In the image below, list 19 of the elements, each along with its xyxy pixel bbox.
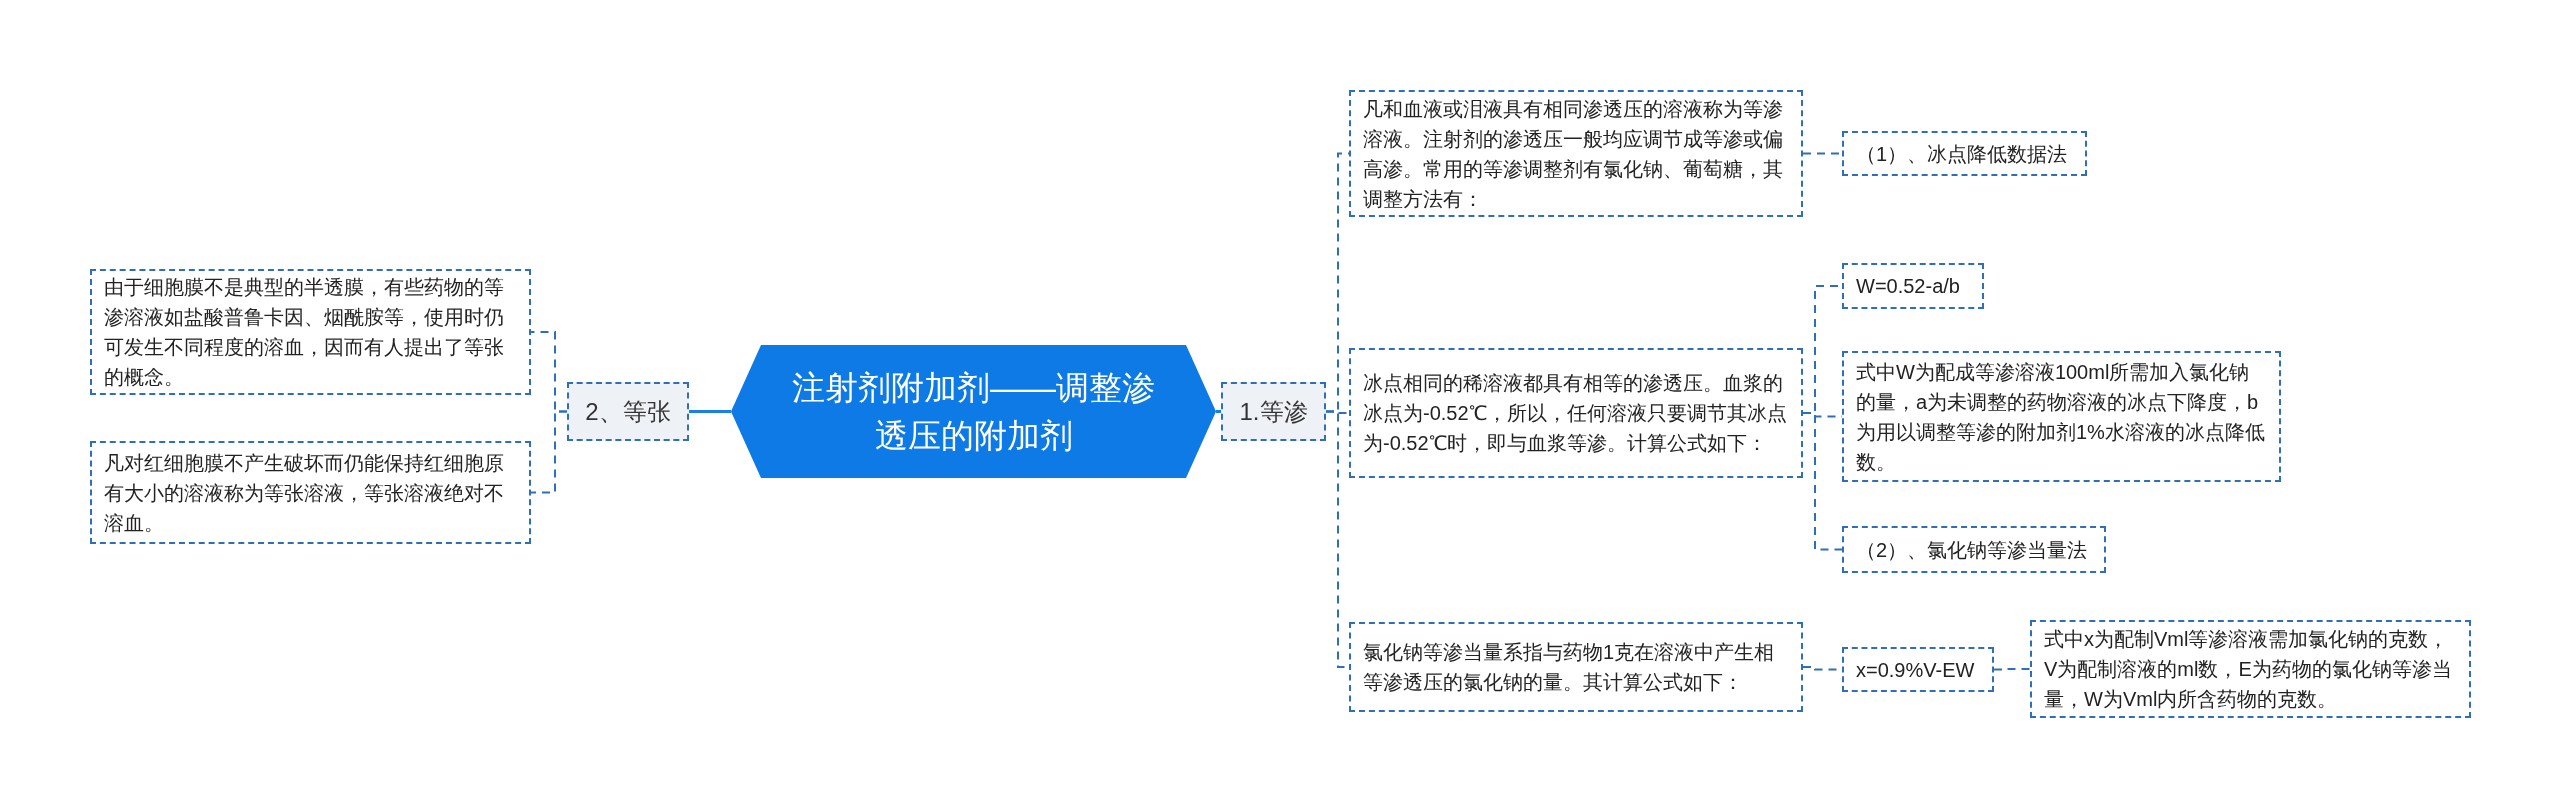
connector-line [689,410,733,413]
branch-box: 1.等渗 [1221,382,1326,441]
connector-line [530,410,568,494]
text-box: x=0.9%V-EW [1842,647,1994,692]
connector-line [1993,668,2031,671]
connector-line [1802,412,1843,551]
topic-hexagon: 注射剂附加剂——调整渗透压的附加剂 [731,345,1216,478]
connector-line [1214,410,1221,413]
text-box: 凡对红细胞膜不产生破坏而仍能保持红细胞原有大小的溶液称为等张溶液，等张溶液绝对不溶血。 [90,441,531,544]
text-box: 氯化钠等渗当量系指与药物1克在溶液中产生相等渗透压的氯化钠的量。其计算公式如下： [1349,622,1803,712]
text-box: 冰点相同的稀溶液都具有相等的渗透压。血浆的冰点为-0.52℃，所以，任何溶液只要调节其冰点为-0.52℃时，即与血浆等渗。计算公式如下： [1349,348,1803,478]
branch-box: 2、等张 [567,382,689,441]
text-box: （2）、氯化钠等渗当量法 [1842,526,2106,573]
text-box: 由于细胞膜不是典型的半透膜，有些药物的等渗溶液如盐酸普鲁卡因、烟酰胺等，使用时仍可发生不同程度的溶血，因而有人提出了等张的概念。 [90,269,531,395]
text-box: 式中x为配制Vml等渗溶液需加氯化钠的克数，V为配制溶液的ml数，E为药物的氯化钠等渗当量，W为Vml内所含药物的克数。 [2030,620,2471,718]
text-box: （1）、冰点降低数据法 [1842,131,2087,176]
text-box: 凡和血液或泪液具有相同渗透压的溶液称为等渗溶液。注射剂的渗透压一般均应调节成等渗或偏高渗。常用的等渗调整剂有氯化钠、葡萄糖，其调整方法有： [1349,90,1803,217]
text-box: W=0.52-a/b [1842,263,1984,309]
text-box: 式中W为配成等渗溶液100ml所需加入氯化钠的量，a为未调整的药物溶液的冰点下降度，b为用以调整等渗的附加剂1%水溶液的冰点降低数。 [1842,351,2281,482]
